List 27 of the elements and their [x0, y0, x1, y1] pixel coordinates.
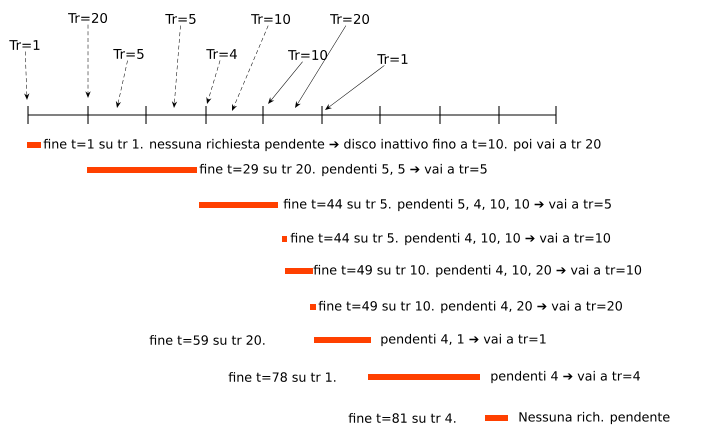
track-label: Tr=1 [377, 54, 408, 64]
track-label: Tr=20 [68, 12, 108, 24]
event-note: pendenti 4 ➔ vai a tr=4 [491, 370, 640, 384]
event-note: fine t=59 su tr 20. [150, 335, 264, 345]
leader-arrow [24, 51, 30, 100]
leader-arrow [232, 25, 268, 111]
event-note: fine t=49 su tr 10. pendenti 4, 10, 20 ➔ vai a tr=10 [314, 264, 642, 278]
event-note: pendenti 4, 1 ➔ vai a tr=1 [381, 334, 546, 346]
track-label: Tr=4 [206, 49, 237, 59]
track-label: Tr=10 [288, 50, 328, 60]
track-label: Tr=5 [165, 14, 196, 24]
leader-arrow [325, 65, 385, 110]
leader-arrow [268, 61, 303, 104]
event-note: fine t=1 su tr 1. nessuna richiesta pendente ➔ disco inattivo fino a t=10. poi vai a tr 20 [44, 138, 600, 152]
event-note: fine t=44 su tr 5. pendenti 4, 10, 10 ➔ vai a tr=10 [290, 232, 610, 246]
track-label: Tr=10 [251, 14, 290, 24]
event-note: fine t=44 su tr 5. pendenti 5, 4, 10, 10 ➔ vai a tr=5 [284, 198, 611, 212]
event-note: Nessuna rich. pendente [520, 412, 670, 424]
leader-arrow [206, 60, 220, 104]
track-label: Tr=5 [113, 49, 144, 59]
event-note: fine t=49 su tr 10. pendenti 4, 20 ➔ vai a tr=20 [318, 300, 622, 314]
event-note: fine t=29 su tr 20. pendenti 5, 5 ➔ vai a tr=5 [200, 164, 487, 176]
track-label: Tr=20 [330, 14, 370, 24]
event-note: fine t=78 su tr 1. [228, 372, 336, 382]
track-label: Tr=1 [9, 40, 40, 50]
event-note: fine t=81 su tr 4. [348, 413, 456, 423]
leader-arrow [295, 25, 346, 108]
